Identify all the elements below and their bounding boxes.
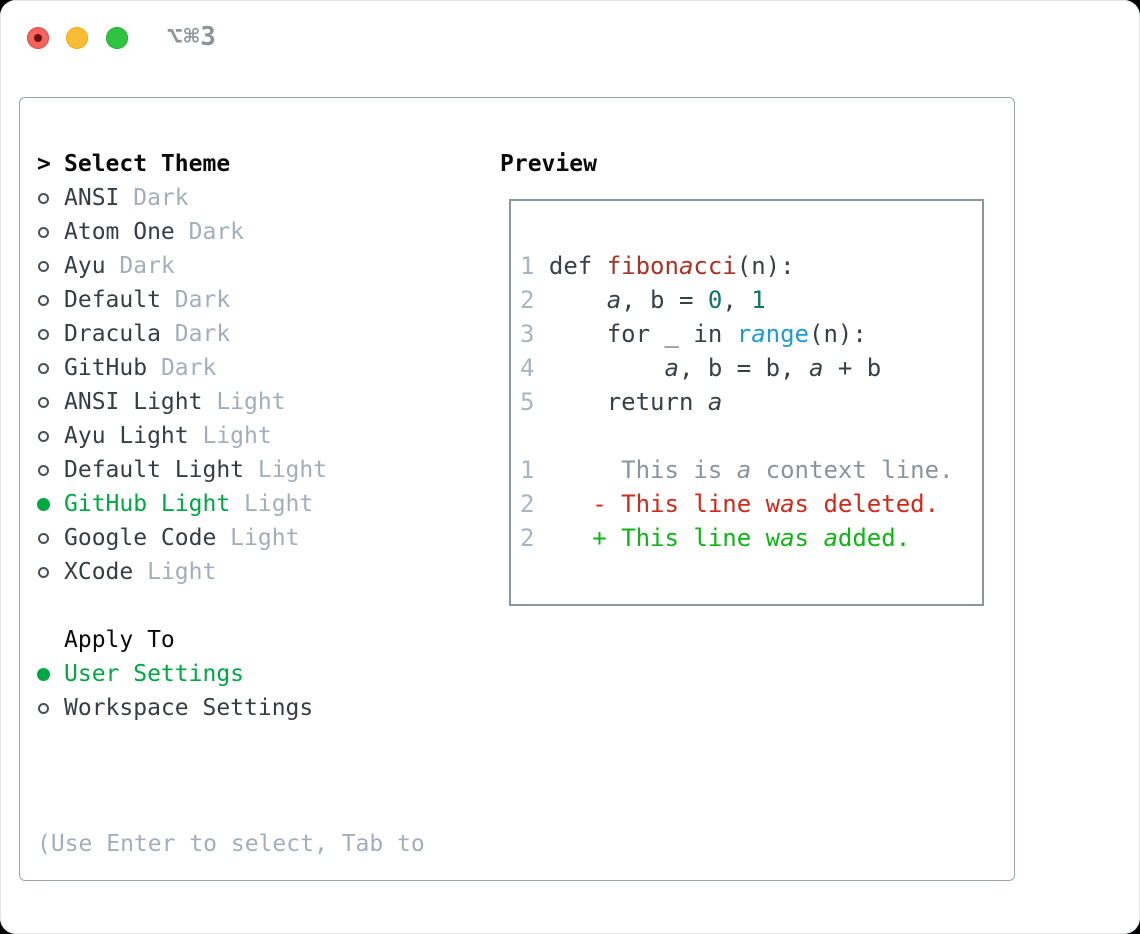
item-label: GitHub Light xyxy=(64,491,231,517)
theme-item[interactable]: ANSI Dark xyxy=(37,181,425,215)
item-variant-label: Dark xyxy=(174,219,245,245)
item-label: Default xyxy=(64,287,161,313)
code-line: 2 + This line was added. xyxy=(520,524,911,552)
radio-icon xyxy=(37,702,64,714)
radio-icon xyxy=(37,192,64,204)
select-theme-title: Select Theme xyxy=(64,151,231,177)
item-label: Dracula xyxy=(64,321,161,347)
preview-title: Preview xyxy=(500,151,597,177)
apply-to-option[interactable]: Workspace Settings xyxy=(37,691,425,725)
item-variant-label: Light xyxy=(133,559,217,585)
preview-box: 1 def fibonacci(n): 2 a, b = 0, 1 3 for _ … xyxy=(509,199,984,606)
radio-icon xyxy=(37,362,64,374)
apply-to-title: Apply To xyxy=(64,627,175,653)
item-variant-label: Light xyxy=(230,491,314,517)
item-variant-label: Light xyxy=(202,389,286,415)
item-label: Google Code xyxy=(64,525,217,551)
item-label: Ayu xyxy=(64,253,106,279)
hint-line-2: change focus) xyxy=(37,929,425,934)
spacer-row xyxy=(37,725,425,759)
theme-item[interactable]: XCode Light xyxy=(37,555,425,589)
code-line: 4 a, b = b, a + b xyxy=(520,354,882,382)
item-label: User Settings xyxy=(64,661,245,687)
theme-item[interactable]: Dracula Dark xyxy=(37,317,425,351)
item-variant-label: Light xyxy=(188,423,272,449)
code-line: 1 This is a context line. xyxy=(520,456,954,484)
theme-item[interactable]: ANSI Light Light xyxy=(37,385,425,419)
radio-icon xyxy=(37,532,64,544)
item-label: ANSI Light xyxy=(64,389,203,415)
item-variant-label: Dark xyxy=(119,185,189,211)
hint-text: (Use Enter to select, Tab to change focu… xyxy=(37,759,425,934)
item-label: GitHub xyxy=(64,355,148,381)
close-button[interactable] xyxy=(27,27,49,49)
radio-icon xyxy=(37,566,64,578)
item-variant-label: Dark xyxy=(147,355,217,381)
theme-item[interactable]: GitHub Light Light xyxy=(37,487,425,521)
item-variant-label: Dark xyxy=(160,287,231,313)
theme-item[interactable]: Default Dark xyxy=(37,283,425,317)
radio-icon xyxy=(37,328,64,340)
radio-icon xyxy=(37,260,64,272)
radio-selected-icon xyxy=(37,497,64,511)
zoom-button[interactable] xyxy=(106,27,128,49)
code-line: 5 return a xyxy=(520,388,723,416)
item-label: Atom One xyxy=(64,219,175,245)
theme-item[interactable]: Atom One Dark xyxy=(37,215,425,249)
item-label: ANSI xyxy=(64,185,120,211)
radio-icon xyxy=(37,464,64,476)
cursor-arrow-icon: > xyxy=(37,151,51,177)
item-label: Workspace Settings xyxy=(64,695,314,721)
radio-icon xyxy=(37,226,64,238)
item-label: XCode xyxy=(64,559,134,585)
radio-icon xyxy=(37,430,64,442)
code-line xyxy=(520,419,982,453)
hint-line-1: (Use Enter to select, Tab to xyxy=(37,831,425,857)
titlebar: ⌥⌘3 xyxy=(0,0,1140,76)
theme-item[interactable]: Google Code Light xyxy=(37,521,425,555)
item-label: Default Light xyxy=(64,457,245,483)
radio-icon xyxy=(37,294,64,306)
code-line: 1 def fibonacci(n): xyxy=(520,252,795,280)
apply-to-option[interactable]: User Settings xyxy=(37,657,425,691)
item-label: Ayu Light xyxy=(64,423,189,449)
theme-item[interactable]: Ayu Dark xyxy=(37,249,425,283)
radio-icon xyxy=(37,396,64,408)
apply-to-header: Apply To xyxy=(37,623,425,657)
preview-code: 1 def fibonacci(n): 2 a, b = 0, 1 3 for _ … xyxy=(511,201,982,555)
radio-selected-icon xyxy=(37,667,64,681)
minimize-button[interactable] xyxy=(66,27,88,49)
code-line: 2 a, b = 0, 1 xyxy=(520,286,766,314)
theme-item[interactable]: Ayu Light Light xyxy=(37,419,425,453)
theme-item[interactable]: GitHub Dark xyxy=(37,351,425,385)
code-line: 3 for _ in range(n): xyxy=(520,320,867,348)
item-variant-label: Dark xyxy=(105,253,175,279)
window-title: ⌥⌘3 xyxy=(167,22,217,52)
item-variant-label: Dark xyxy=(160,321,231,347)
theme-item[interactable]: Default Light Light xyxy=(37,453,425,487)
item-variant-label: Light xyxy=(244,457,328,483)
select-theme-header: > Select Theme xyxy=(37,147,425,181)
item-variant-label: Light xyxy=(216,525,300,551)
spacer-row xyxy=(37,589,425,623)
code-line: 2 - This line was deleted. xyxy=(520,490,940,518)
